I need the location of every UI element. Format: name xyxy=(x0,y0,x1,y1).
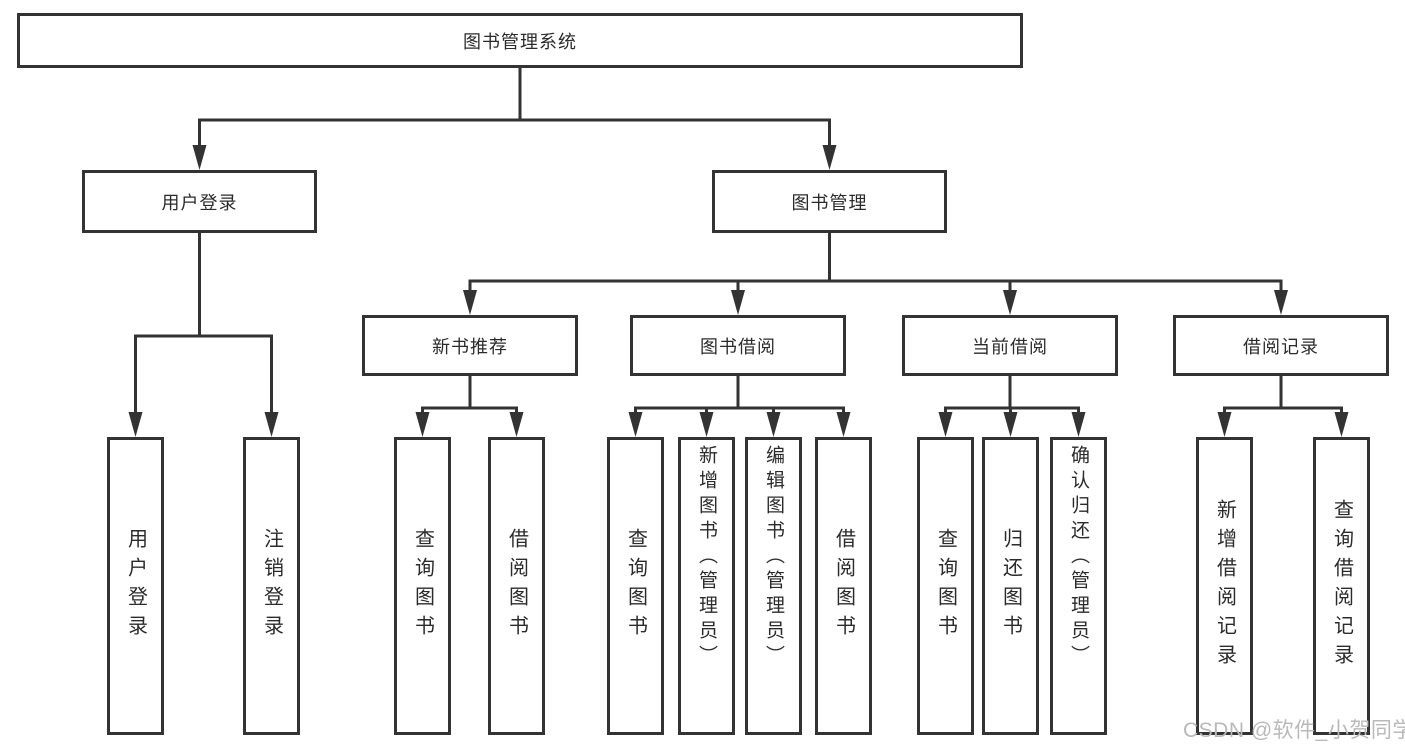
node-book-management: 图书管理 xyxy=(712,170,947,233)
node-new-book-recommend: 新书推荐 xyxy=(362,315,578,376)
node-borrow-records-label: 借阅记录 xyxy=(1243,336,1319,357)
leaf-return-book-label: 归还图书 xyxy=(999,528,1022,644)
node-user-login-label: 用户登录 xyxy=(161,192,238,213)
leaf-user-login: 用户登录 xyxy=(107,437,164,735)
node-book-management-label: 图书管理 xyxy=(791,192,868,213)
leaf-query-books-borrow: 查询图书 xyxy=(607,437,664,735)
leaf-logout: 注销登录 xyxy=(243,437,300,735)
leaf-edit-book-admin: 编辑图书（管理员） xyxy=(745,437,802,735)
leaf-return-book: 归还图书 xyxy=(982,437,1039,735)
leaf-query-books-current: 查询图书 xyxy=(917,437,974,735)
leaf-query-books-recommend: 查询图书 xyxy=(394,437,451,735)
leaf-borrow-books-borrow: 借阅图书 xyxy=(815,437,872,735)
leaf-logout-label: 注销登录 xyxy=(260,528,283,644)
node-root-label: 图书管理系统 xyxy=(463,31,577,52)
leaf-query-books-recommend-label: 查询图书 xyxy=(411,528,434,644)
leaf-add-book-admin-label: 新增图书（管理员） xyxy=(696,445,717,670)
leaf-add-borrow-record-label: 新增借阅记录 xyxy=(1213,499,1236,673)
node-root: 图书管理系统 xyxy=(17,13,1023,68)
leaf-borrow-books-recommend: 借阅图书 xyxy=(488,437,545,735)
node-book-borrow: 图书借阅 xyxy=(630,315,846,376)
leaf-confirm-return-admin-label: 确认归还（管理员） xyxy=(1068,445,1089,670)
leaf-borrow-books-borrow-label: 借阅图书 xyxy=(832,528,855,644)
leaf-query-books-borrow-label: 查询图书 xyxy=(624,528,647,644)
leaf-edit-book-admin-label: 编辑图书（管理员） xyxy=(763,445,784,670)
node-user-login: 用户登录 xyxy=(82,170,317,233)
leaf-query-borrow-record-label: 查询借阅记录 xyxy=(1330,499,1353,673)
node-new-book-recommend-label: 新书推荐 xyxy=(432,336,508,357)
leaf-query-books-current-label: 查询图书 xyxy=(934,528,957,644)
leaf-add-borrow-record: 新增借阅记录 xyxy=(1196,437,1253,735)
leaf-user-login-label: 用户登录 xyxy=(124,528,147,644)
leaf-borrow-books-recommend-label: 借阅图书 xyxy=(505,528,528,644)
node-borrow-records: 借阅记录 xyxy=(1173,315,1389,376)
csdn-watermark: CSDN @软件_小贺同学 xyxy=(1183,719,1405,742)
node-current-borrow: 当前借阅 xyxy=(902,315,1118,376)
leaf-add-book-admin: 新增图书（管理员） xyxy=(678,437,735,735)
leaf-query-borrow-record: 查询借阅记录 xyxy=(1313,437,1370,735)
node-current-borrow-label: 当前借阅 xyxy=(972,336,1048,357)
leaf-confirm-return-admin: 确认归还（管理员） xyxy=(1050,437,1107,735)
node-book-borrow-label: 图书借阅 xyxy=(700,336,776,357)
